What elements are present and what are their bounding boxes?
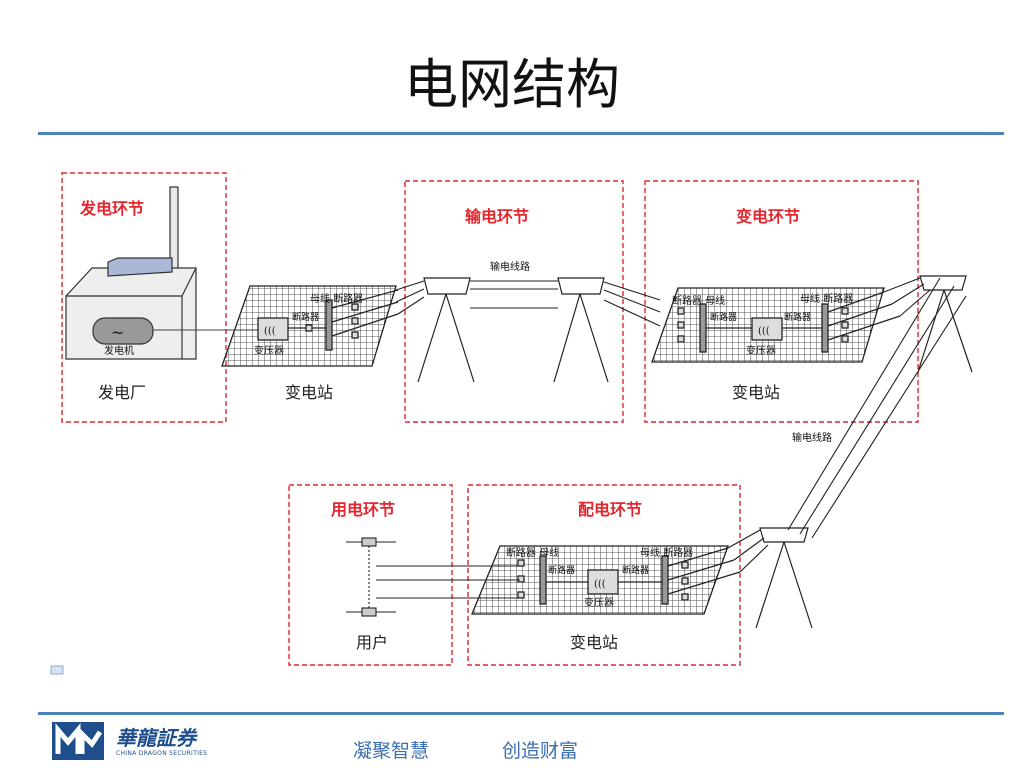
distribution-box: [467, 484, 741, 666]
substation2-breaker-busbar: 断路器 母线: [672, 294, 725, 307]
top-divider: [38, 132, 1004, 135]
section-title-consumption: 用电环节: [331, 500, 395, 519]
distribution-breaker-left: 断路器: [548, 564, 575, 576]
page-title: 电网结构: [404, 53, 620, 116]
footer-slogan-2: 创造财富: [502, 740, 579, 762]
generation-box: [61, 172, 227, 423]
company-logo-subtitle: CHINA DRAGON SECURITIES: [116, 750, 208, 757]
company-logo-icon: [52, 722, 104, 760]
section-title-transmission: 输电环节: [465, 207, 529, 226]
distribution-transformer: 变压器: [584, 596, 614, 609]
distribution-breaker-right: 断路器: [622, 564, 649, 576]
distribution-breaker-busbar: 断路器 母线: [506, 546, 559, 559]
substation2-breaker-right: 断路器: [784, 311, 811, 323]
substation-2: [651, 287, 901, 363]
transmission-line-label-1: 输电线路: [490, 260, 530, 273]
transformer-glyph-3: (((: [594, 579, 606, 590]
substation2-transformer: 变压器: [746, 344, 776, 357]
power-grid-diagram: 发电环节 输电环节 变电环节 用电环节 配电环节 ~ 发电机 发电厂 ((( 母…: [50, 172, 973, 675]
section-title-distribution: 配电环节: [578, 500, 642, 519]
generator-label: 发电机: [104, 344, 134, 357]
distribution-substation: [471, 545, 741, 615]
user-label: 用户: [356, 633, 388, 652]
transmission-tower-1: [417, 277, 475, 383]
company-logo-name: 華龍証券: [116, 726, 196, 750]
transmission-line-label-2: 输电线路: [792, 431, 832, 444]
distribution-tower: [727, 527, 813, 629]
substation-1: [221, 285, 399, 367]
transmission-tower-2: [553, 277, 609, 383]
section-title-generation: 发电环节: [79, 199, 144, 218]
substation1-label: 变电站: [285, 383, 333, 402]
substation2-breaker-left: 断路器: [710, 311, 737, 323]
substation1-transformer: 变压器: [254, 344, 284, 357]
transformer-glyph-1: (((: [264, 326, 276, 337]
footer-slogan-1: 凝聚智慧: [353, 740, 430, 762]
substation1-breaker: 断路器: [292, 311, 319, 323]
svg-text:~: ~: [111, 323, 124, 342]
substation2-label: 变电站: [732, 383, 780, 402]
power-plant-label: 发电厂: [98, 383, 146, 402]
power-plant-icon: ~: [65, 186, 197, 360]
transformer-glyph-2: (((: [758, 326, 770, 337]
slide-thumbnail-icon: [50, 665, 64, 675]
consumption-box: [288, 484, 453, 666]
user-poles: [346, 537, 520, 617]
substation1-busbar-breaker: 母线 断路器: [310, 292, 363, 305]
bottom-divider: [38, 712, 1004, 715]
transmission-tower-3: [917, 275, 973, 373]
transformation-box: [644, 180, 919, 423]
substation2-busbar-breaker: 母线 断路器: [800, 292, 853, 305]
transmission-box: [404, 180, 624, 423]
distribution-substation-label: 变电站: [570, 633, 618, 652]
distribution-busbar-breaker: 母线 断路器: [640, 546, 693, 559]
section-title-transformation: 变电环节: [736, 207, 800, 226]
